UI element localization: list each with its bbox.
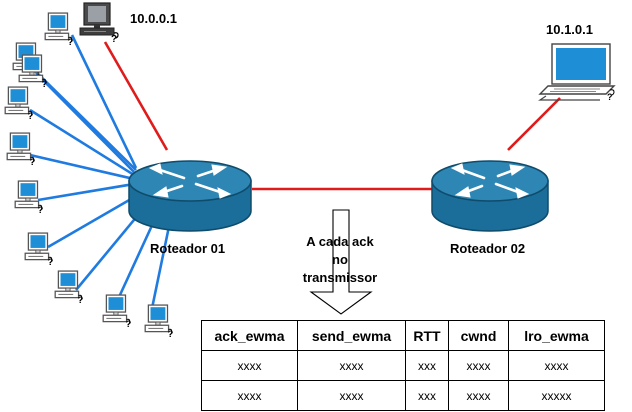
router-icon <box>128 160 252 232</box>
table-cell: xxxx <box>448 380 509 411</box>
annotation-line: no <box>332 252 348 267</box>
link-router2-receiver <box>507 97 561 151</box>
sender-pc-icon: ? <box>79 2 119 45</box>
arrow-annotation: A cada ack no transmissor <box>290 233 390 287</box>
table-cell: xxxx <box>448 350 509 381</box>
table-cell: xxxxx <box>508 380 605 411</box>
desktop-pc-icon <box>18 54 48 88</box>
table-cell: xxxx <box>201 380 298 411</box>
receiver-ip-label: 10.1.0.1 <box>546 22 593 37</box>
red-links <box>103 41 561 191</box>
router2-label: Roteador 02 <box>450 241 526 256</box>
desktop-pc-icon <box>24 232 54 266</box>
desktop-pc-icon <box>144 304 174 338</box>
metrics-table: ack_ewma send_ewma RTT cwnd lro_ewma xxx… <box>201 320 605 411</box>
table-cell: xxx <box>405 350 449 381</box>
header-lro-ewma: lro_ewma <box>508 320 605 351</box>
table-row: xxxx xxxx xxx xxxx xxxx <box>201 350 605 381</box>
table-cell: xxxx <box>297 380 406 411</box>
down-arrow-shape <box>309 209 373 315</box>
table-cell: xxxx <box>297 350 406 381</box>
sender-ip-label: 10.0.0.1 <box>130 11 177 26</box>
table-header-row: ack_ewma send_ewma RTT cwnd lro_ewma <box>201 320 605 351</box>
header-rtt: RTT <box>405 320 449 351</box>
annotation-line: transmissor <box>302 270 378 285</box>
table-cell: xxxx <box>201 350 298 381</box>
svg-text:?: ? <box>607 92 613 102</box>
desktop-pc-icon <box>6 132 36 166</box>
desktop-pc-icon <box>4 86 34 120</box>
table-cell: xxx <box>405 380 449 411</box>
header-cwnd: cwnd <box>448 320 509 351</box>
link-sender-router1 <box>103 41 169 151</box>
router-icon <box>431 160 549 232</box>
table-row: xxxx xxxx xxx xxxx xxxxx <box>201 380 605 411</box>
desktop-pc-icon <box>44 12 74 46</box>
annotation-line: A cada ack <box>306 234 374 249</box>
desktop-pc-icon <box>54 270 84 304</box>
header-ack-ewma: ack_ewma <box>201 320 298 351</box>
laptop-icon: ? <box>538 43 616 102</box>
table-cell: xxxx <box>508 350 605 381</box>
header-send-ewma: send_ewma <box>297 320 406 351</box>
router1-label: Roteador 01 <box>150 241 226 256</box>
desktop-pc-icon <box>102 294 132 328</box>
svg-text:?: ? <box>111 34 117 45</box>
